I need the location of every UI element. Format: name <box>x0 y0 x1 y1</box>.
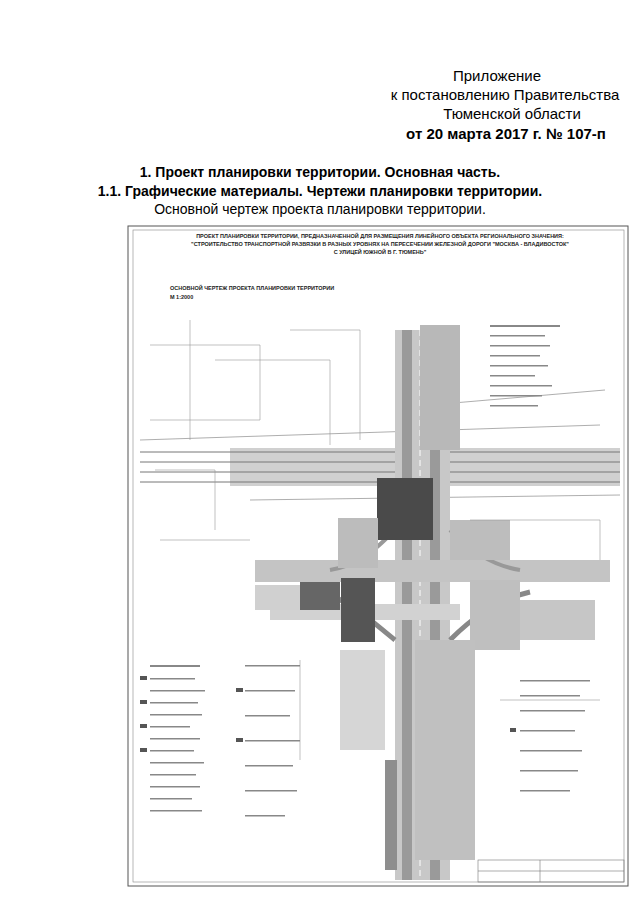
document-heading: Тюменской области <box>443 105 581 122</box>
document-heading: Основной чертеж проекта планировки терри… <box>154 201 486 217</box>
drawing-title: С УЛИЦЕЙ ЮЖНОЙ В Г. ТЮМЕНЬ" <box>334 249 427 255</box>
drawing-title: "СТРОИТЕЛЬСТВО ТРАНСПОРТНОЙ РАЗВЯЗКИ В Р… <box>191 241 569 247</box>
drawing-title: М 1:2000 <box>170 294 193 300</box>
drawing-title: ПРОЕКТ ПЛАНИРОВКИ ТЕРРИТОРИИ, ПРЕДНАЗНАЧ… <box>196 233 564 239</box>
document-heading: 1.1. Графические материалы. Чертежи план… <box>98 183 542 199</box>
drawing-title: ОСНОВНОЙ ЧЕРТЕЖ ПРОЕКТА ПЛАНИРОВКИ ТЕРРИ… <box>170 285 334 291</box>
document-heading: от 20 марта 2017 г. № 107-п <box>406 125 606 142</box>
document-heading: к постановлению Правительства <box>391 86 620 103</box>
document-heading: 1. Проект планировки территории. Основна… <box>140 164 500 180</box>
document-heading: Приложение <box>453 67 541 84</box>
